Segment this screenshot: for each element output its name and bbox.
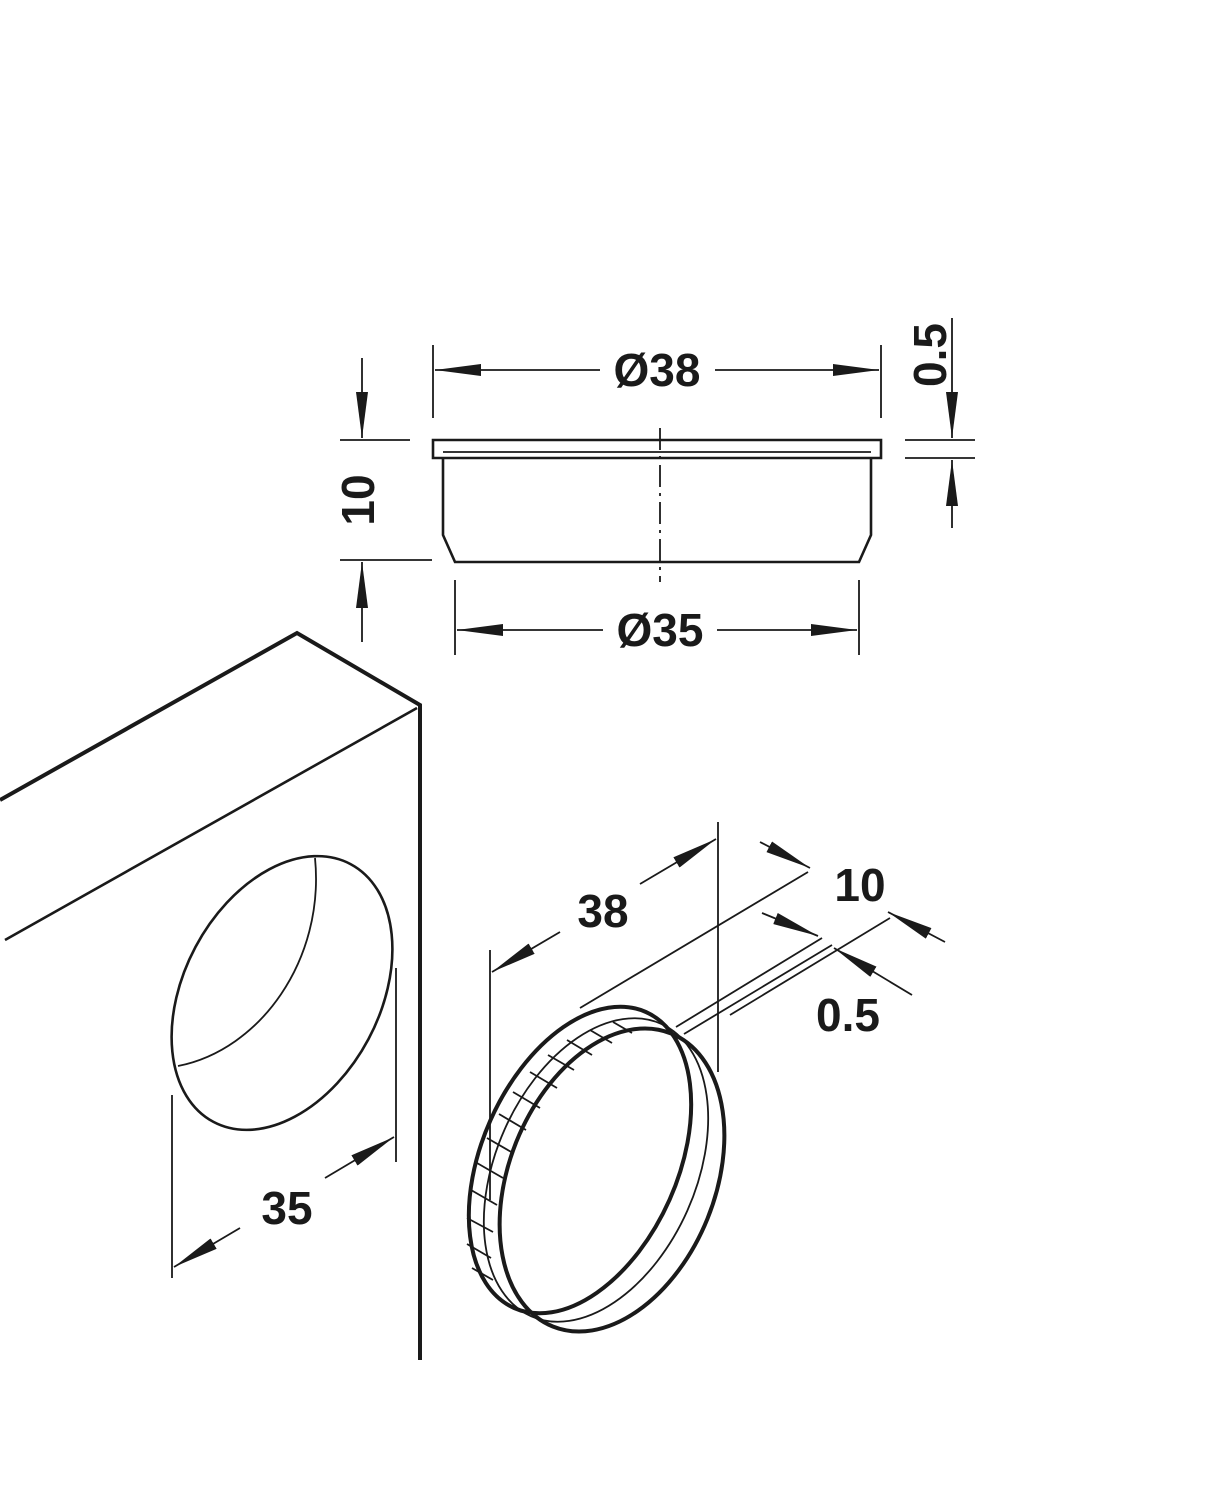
dim-label: 10	[834, 859, 885, 911]
cover-cap	[466, 1004, 727, 1334]
knurling	[466, 1021, 633, 1281]
dim-label: 38	[577, 885, 628, 937]
dim-cap-height: 10	[579, 841, 946, 1016]
dim-inner-diameter: Ø35	[454, 580, 860, 656]
dim-flange: 0.5	[904, 318, 975, 528]
dim-hole-diameter: 35	[171, 968, 397, 1278]
cabinet-panel: 35	[0, 630, 422, 1360]
dim-label: 0.5	[904, 323, 956, 387]
dim-label: Ø38	[614, 344, 701, 396]
dim-height: 10	[332, 358, 432, 642]
cap-profile	[431, 428, 883, 582]
dim-label: 35	[261, 1182, 312, 1234]
dim-cap-diameter: 38	[489, 822, 719, 1200]
dim-label: 10	[332, 474, 384, 525]
side-view: Ø38 Ø35 10 0.5	[332, 318, 975, 656]
drilled-hole	[170, 854, 394, 1132]
dim-label: Ø35	[617, 604, 704, 656]
dim-cap-flange: 0.5	[675, 912, 913, 1041]
dim-label: 0.5	[816, 989, 880, 1041]
dim-outer-diameter: Ø38	[432, 344, 882, 418]
